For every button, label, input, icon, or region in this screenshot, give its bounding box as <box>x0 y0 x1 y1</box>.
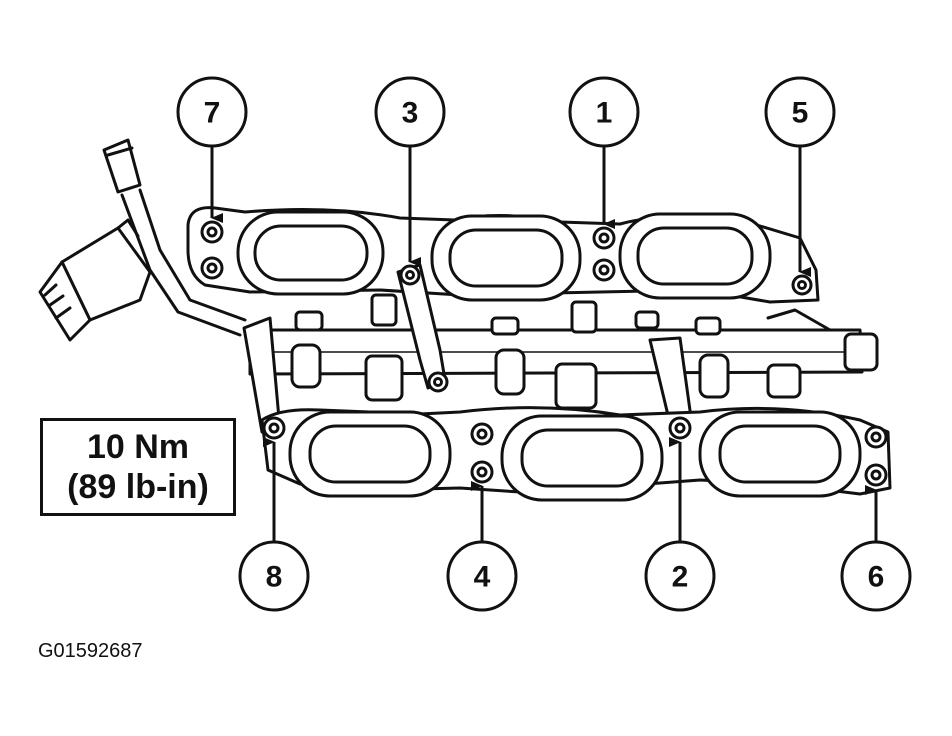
callout-circle-3 <box>374 76 446 148</box>
injectors <box>290 293 802 410</box>
callout-1: 1 <box>596 97 613 130</box>
figure-id: G01592687 <box>38 640 143 662</box>
callout-7: 7 <box>204 97 221 130</box>
callout-circle-1 <box>568 76 640 148</box>
upper-port-2 <box>430 214 582 302</box>
callout-4: 4 <box>474 561 491 594</box>
torque-metric: 10 Nm <box>86 428 190 466</box>
upper-port-1 <box>236 210 385 296</box>
callout-circle-6 <box>840 540 912 612</box>
rail-brackets <box>242 263 694 434</box>
callout-5: 5 <box>792 97 809 130</box>
lower-port-3 <box>698 410 862 498</box>
callout-2: 2 <box>672 561 689 594</box>
torque-imperial: (89 lb-in) <box>67 468 209 506</box>
callout-circle-5 <box>764 76 836 148</box>
lower-port-1 <box>288 410 452 498</box>
callout-circle-7 <box>176 76 248 148</box>
callout-circle-2 <box>644 540 716 612</box>
connector-assembly <box>38 138 247 342</box>
lower-port-2 <box>500 414 664 502</box>
callout-circle-8 <box>238 540 310 612</box>
upper-port-3 <box>618 212 772 300</box>
callout-circle-4 <box>446 540 518 612</box>
callout-8: 8 <box>266 561 283 594</box>
callout-6: 6 <box>868 561 885 594</box>
bolts <box>200 220 888 487</box>
callout-3: 3 <box>402 97 419 130</box>
torque-spec-box: 10 Nm (89 lb-in) <box>40 418 236 516</box>
